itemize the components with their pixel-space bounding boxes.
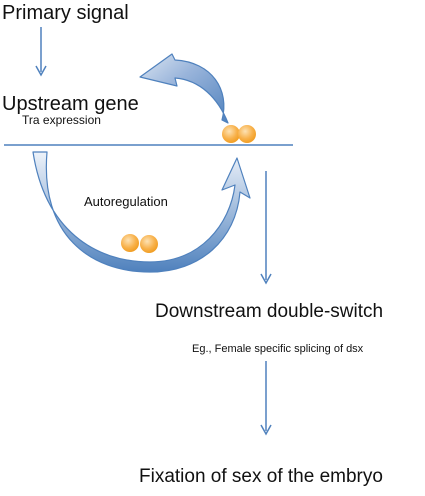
fixation-label: Fixation of sex of the embryo (139, 466, 383, 487)
protein-dimer-icon (121, 234, 158, 253)
fixation-arrow (260, 361, 272, 436)
autoregulation-label: Autoregulation (84, 194, 168, 209)
protein-dimer-icon (222, 125, 256, 143)
tra-expression-label: Tra expression (22, 113, 101, 127)
upper-curved-arrow (139, 53, 229, 124)
downstream-label: Downstream double-switch (155, 301, 384, 322)
downstream-arrow (260, 171, 272, 285)
primary-signal-arrow (35, 27, 47, 77)
autoregulation-arrow (32, 151, 251, 273)
primary-signal-label: Primary signal (2, 2, 129, 24)
example-label: Eg., Female specific splicing of dsx (192, 343, 364, 355)
upstream-gene-label: Upstream gene (2, 93, 139, 115)
